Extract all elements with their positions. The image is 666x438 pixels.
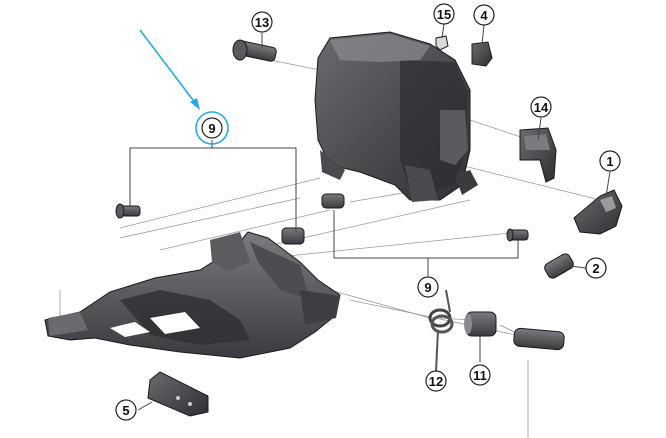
callout-5-label: 5 xyxy=(122,403,129,418)
part-2-bushing xyxy=(544,253,574,279)
derailleur-motor-unit xyxy=(314,31,478,202)
callout-14-label: 14 xyxy=(534,100,549,115)
callout-1-label: 1 xyxy=(606,154,613,169)
part-15-clip xyxy=(435,35,449,51)
callout-12-label: 12 xyxy=(429,374,443,389)
part-9-screw-left xyxy=(115,203,141,219)
callout-14: 14 xyxy=(530,96,552,118)
derailleur-cage xyxy=(44,231,341,359)
part-12-spring xyxy=(428,289,454,373)
callout-15-label: 15 xyxy=(437,7,451,22)
callout-1: 1 xyxy=(599,150,621,172)
callout-15: 15 xyxy=(433,3,455,25)
callout-12: 12 xyxy=(425,370,447,392)
part-14-cover xyxy=(519,127,557,183)
callout-9a-label: 9 xyxy=(208,121,215,136)
callout-13: 13 xyxy=(251,11,273,33)
part-9-screw-right-b xyxy=(506,228,529,242)
callout-2: 2 xyxy=(585,257,607,279)
callout-5: 5 xyxy=(115,399,137,421)
callout-2-label: 2 xyxy=(592,261,599,276)
part-11-bushing xyxy=(464,311,497,337)
callout-9: 9 xyxy=(417,276,439,298)
callout-9-highlighted: 9 xyxy=(195,111,229,145)
part-9-screw-mid xyxy=(281,227,305,245)
part-pin-lower xyxy=(513,327,565,351)
callout-11-label: 11 xyxy=(473,368,487,383)
part-5-plate xyxy=(147,371,209,417)
callout-4: 4 xyxy=(473,4,495,26)
part-13-pin xyxy=(232,39,277,62)
callout-11: 11 xyxy=(469,364,491,386)
callout-4-label: 4 xyxy=(480,8,488,23)
part-4-cap xyxy=(471,41,493,67)
part-9-screw-right-a xyxy=(321,193,345,209)
part-1-bracket xyxy=(573,189,623,235)
callout-13-label: 13 xyxy=(255,15,269,30)
arrow-pointer-icon xyxy=(139,29,200,110)
callout-9b-label: 9 xyxy=(424,280,431,295)
